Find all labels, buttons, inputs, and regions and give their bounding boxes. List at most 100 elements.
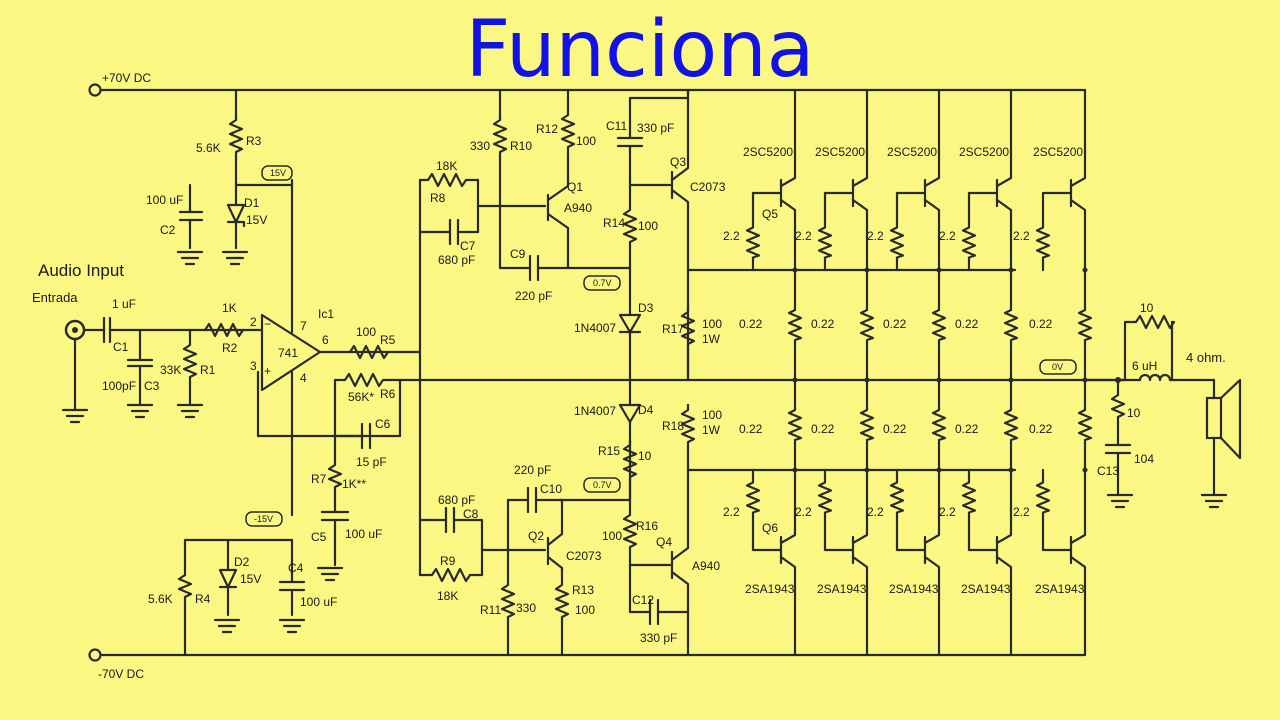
svg-text:56K*: 56K*	[348, 390, 374, 404]
emitter-resistor-label: 0.22	[739, 317, 763, 331]
svg-text:100: 100	[638, 219, 658, 233]
svg-text:10: 10	[1127, 406, 1141, 420]
svg-text:18K: 18K	[437, 589, 458, 603]
rails: +70V DC -70V DC	[88, 71, 1127, 681]
svg-text:4 ohm.: 4 ohm.	[1186, 350, 1226, 365]
emitter-resistor-label: 0.22	[739, 422, 763, 436]
base-resistor-label: 2.2	[1013, 229, 1030, 243]
svg-text:C10: C10	[540, 482, 562, 496]
svg-text:−: −	[264, 317, 271, 331]
svg-text:1N4007: 1N4007	[574, 321, 616, 335]
svg-text:33K: 33K	[160, 363, 181, 377]
svg-text:R4: R4	[195, 592, 211, 606]
npn-transistor-label: 2SC5200	[815, 145, 865, 159]
svg-text:Q3: Q3	[670, 155, 686, 169]
svg-text:100: 100	[356, 325, 376, 339]
svg-text:220 pF: 220 pF	[515, 289, 552, 303]
svg-text:A940: A940	[564, 201, 592, 215]
svg-text:R14: R14	[603, 216, 625, 230]
svg-text:741: 741	[278, 346, 298, 360]
pnp-transistor-label: 2SA1943	[817, 582, 867, 596]
emitter-resistor-label: 0.22	[811, 422, 835, 436]
svg-text:C12: C12	[632, 593, 654, 607]
svg-text:100: 100	[702, 317, 722, 331]
svg-text:C5: C5	[311, 530, 327, 544]
neg-rail-label: -70V DC	[98, 667, 144, 681]
input-label: Audio Input	[38, 261, 124, 280]
svg-text:330: 330	[516, 601, 536, 615]
base-resistor-label: 2.2	[795, 505, 812, 519]
svg-text:-15V: -15V	[254, 514, 273, 524]
svg-text:Q4: Q4	[656, 535, 672, 549]
svg-text:680 pF: 680 pF	[438, 493, 475, 507]
output-network: 10 6 uH 10 104 C13 4 ohm. 0V	[1039, 301, 1242, 497]
svg-text:Q2: Q2	[528, 529, 544, 543]
svg-text:100: 100	[575, 603, 595, 617]
svg-text:15V: 15V	[246, 213, 267, 227]
svg-text:C8: C8	[463, 507, 479, 521]
input-section: Audio Input Entrada 1 uF C1 100pF C3 33K…	[32, 261, 262, 412]
svg-text:5.6K: 5.6K	[148, 592, 173, 606]
svg-text:2: 2	[250, 315, 257, 329]
pnp-transistor-label: 2SA1943	[889, 582, 939, 596]
svg-text:1W: 1W	[702, 332, 721, 346]
svg-text:R3: R3	[246, 134, 262, 148]
svg-text:R18: R18	[662, 419, 684, 433]
base-resistor-label: 2.2	[1013, 505, 1030, 519]
emitter-resistor-label: 0.22	[883, 422, 907, 436]
page-title: Funciona	[465, 5, 815, 95]
vbe-multiplier: C11 330 pF Q3 C2073 R14 100 0.7V D3 1N40…	[558, 88, 726, 657]
svg-text:100pF: 100pF	[102, 379, 136, 393]
svg-text:Ic1: Ic1	[318, 307, 334, 321]
svg-text:3: 3	[250, 359, 257, 373]
svg-text:D2: D2	[234, 555, 250, 569]
output-transistor-array: 2SC5200 2.2 0.22 2SA1943 2.2 0.22 2SC5200 2.2 0.…	[723, 88, 1093, 657]
neg-rail-terminal[interactable]	[88, 648, 102, 662]
npn-transistor-label: 2SC5200	[1033, 145, 1083, 159]
speaker-icon[interactable]	[1205, 396, 1223, 440]
svg-text:R10: R10	[510, 139, 532, 153]
emitter-resistor-label: 0.22	[883, 317, 907, 331]
svg-text:15V: 15V	[240, 572, 261, 586]
svg-text:18K: 18K	[436, 159, 457, 173]
svg-text:R9: R9	[440, 554, 456, 568]
svg-text:1K**: 1K**	[342, 477, 366, 491]
svg-text:330 pF: 330 pF	[640, 631, 677, 645]
svg-text:R1: R1	[200, 363, 216, 377]
base-resistor-label: 2.2	[939, 505, 956, 519]
emitter-resistor-label: 0.22	[955, 422, 979, 436]
svg-text:0V: 0V	[1052, 362, 1063, 372]
svg-text:6 uH: 6 uH	[1132, 359, 1157, 373]
svg-text:R6: R6	[380, 387, 396, 401]
svg-text:R16: R16	[636, 519, 658, 533]
base-resistor-label: 2.2	[723, 229, 740, 243]
svg-text:15V: 15V	[270, 168, 286, 178]
svg-text:C13: C13	[1097, 464, 1119, 478]
q6-label: Q6	[762, 521, 778, 535]
emitter-resistor-label: 0.22	[811, 317, 835, 331]
emitter-resistor-label: 0.22	[955, 317, 979, 331]
pnp-transistor-label: 2SA1943	[961, 582, 1011, 596]
lower-driver: 680 pF C8 R9 18K Q2 C2073 220 pF C10 R11…	[418, 463, 602, 657]
base-resistor-label: 2.2	[867, 505, 884, 519]
svg-text:220 pF: 220 pF	[514, 463, 551, 477]
upper-driver: 18K R8 C7 680 pF 330 R10 100 R12 Q1 A940…	[418, 88, 632, 303]
svg-text:100: 100	[602, 529, 622, 543]
svg-text:R17: R17	[662, 322, 684, 336]
svg-text:D3: D3	[638, 301, 654, 315]
svg-text:C7: C7	[460, 239, 476, 253]
pos-rail-terminal[interactable]	[88, 83, 102, 97]
emitter-resistor-label: 0.22	[1029, 317, 1053, 331]
svg-text:104: 104	[1134, 452, 1154, 466]
svg-text:R7: R7	[311, 472, 327, 486]
svg-text:D1: D1	[244, 196, 260, 210]
svg-text:5.6K: 5.6K	[196, 141, 221, 155]
emitter-resistor-label: 0.22	[1029, 422, 1053, 436]
pnp-transistor-label: 2SA1943	[1035, 582, 1085, 596]
svg-text:6: 6	[322, 333, 329, 347]
svg-text:1N4007: 1N4007	[574, 404, 616, 418]
svg-text:R5: R5	[380, 333, 396, 347]
svg-text:0.7V: 0.7V	[593, 480, 612, 490]
svg-text:10: 10	[1140, 301, 1154, 315]
